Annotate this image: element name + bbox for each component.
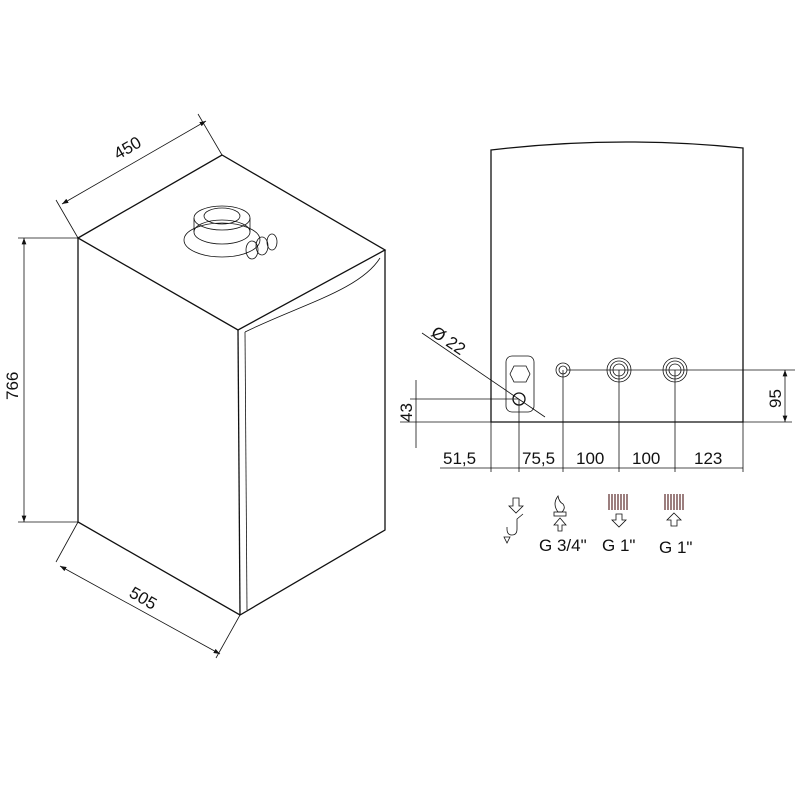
isometric-boiler: 450 766 505 bbox=[3, 113, 387, 659]
radiator-outlet-icon bbox=[608, 494, 628, 528]
dim-spacing-1: 51,5 bbox=[443, 449, 476, 468]
dim-spacing-2: 75,5 bbox=[522, 449, 555, 468]
dim-spacing-4: 100 bbox=[632, 449, 660, 468]
dim-height-766: 766 bbox=[3, 372, 22, 400]
front-view: Ø 22 51,5 75,5 100 100 123 43 95 bbox=[397, 141, 795, 472]
connection-label-gas: G 3/4" bbox=[539, 536, 587, 555]
dim-connection-height-95: 95 bbox=[766, 389, 785, 408]
dim-depth-505: 505 bbox=[126, 583, 160, 614]
dim-spacing-3: 100 bbox=[576, 449, 604, 468]
gas-flame-icon bbox=[553, 495, 567, 532]
radiator-return-icon bbox=[664, 494, 684, 527]
dim-spacing-5: 123 bbox=[694, 449, 722, 468]
dim-diameter-22: Ø 22 bbox=[428, 323, 469, 359]
drain-icon bbox=[503, 497, 524, 544]
dim-drain-height-43: 43 bbox=[397, 403, 416, 422]
flue-adapter-icon bbox=[183, 205, 278, 260]
dim-width-450: 450 bbox=[111, 133, 145, 164]
connection-label-flow: G 1" bbox=[602, 536, 635, 555]
connection-label-return: G 1" bbox=[659, 538, 692, 557]
